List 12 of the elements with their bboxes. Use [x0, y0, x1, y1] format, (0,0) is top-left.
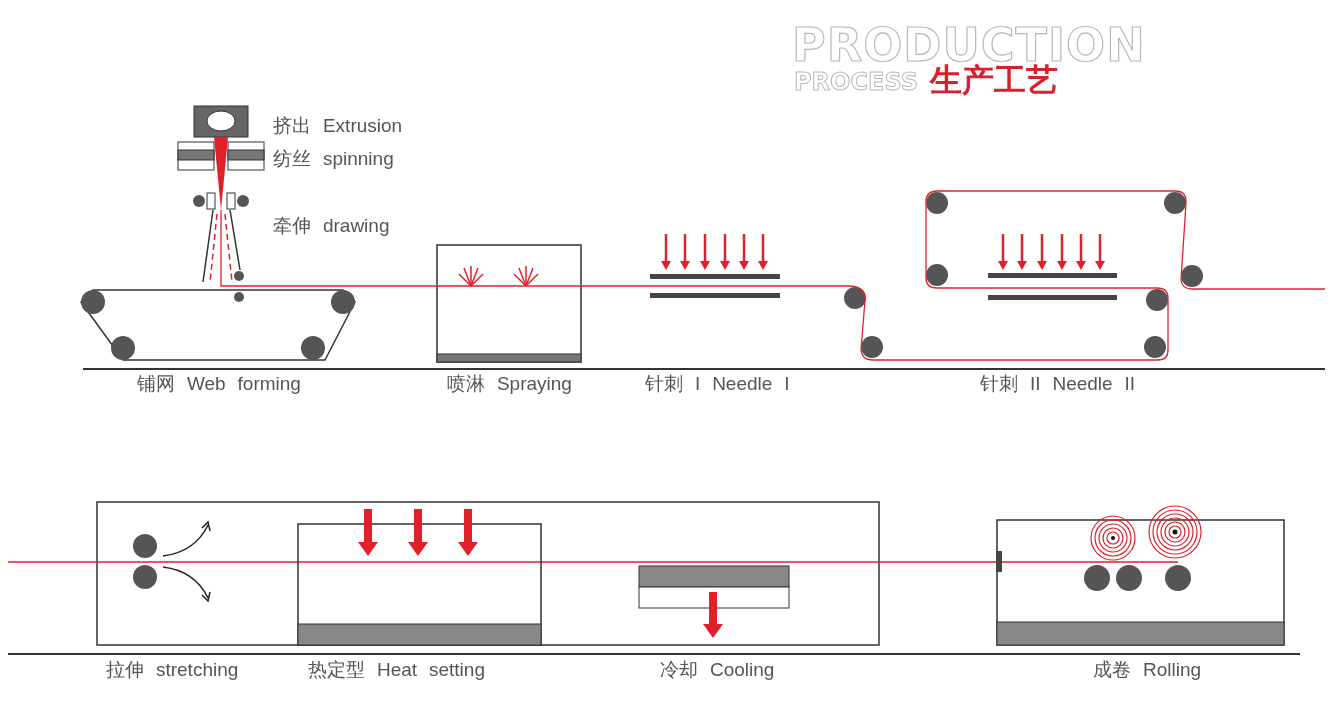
step-label: 冷却 Cooling	[660, 658, 775, 682]
step-label: 针刺 II Needle II	[980, 372, 1136, 396]
step-label: 纺丝 spinning	[273, 147, 394, 171]
step-label: 热定型 Heat setting	[308, 658, 485, 682]
step-label: 针刺 I Needle I	[645, 372, 790, 396]
subtitle-text: PROCESS	[794, 70, 918, 94]
step-label: 成卷 Rolling	[1093, 658, 1201, 682]
step-label: 挤出 Extrusion	[273, 114, 403, 138]
step-label: 喷淋 Spraying	[447, 372, 572, 396]
step-label: 拉伸 stretching	[106, 658, 239, 682]
step-label: 铺网 Web forming	[137, 372, 301, 396]
step-label: 牵伸 drawing	[273, 214, 390, 238]
